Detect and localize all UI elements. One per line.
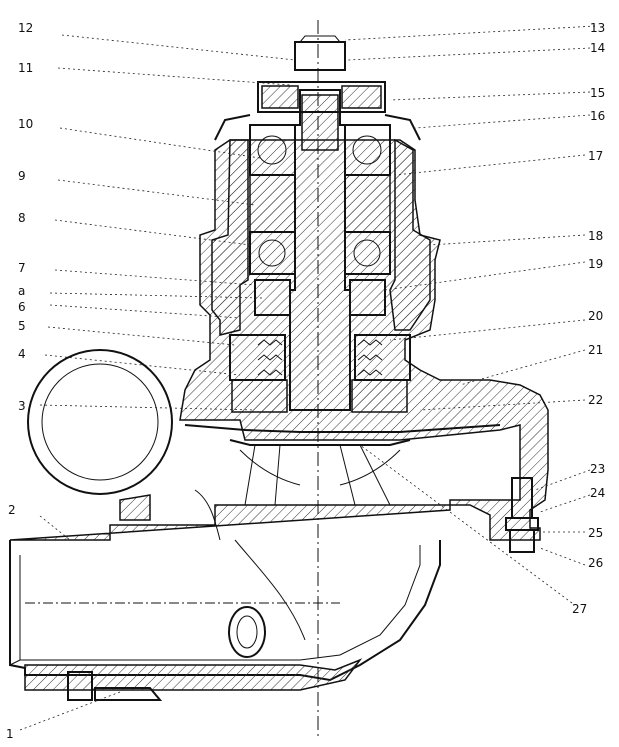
bearing-housing-wall-left <box>211 139 249 336</box>
label-6: 6 <box>18 300 26 314</box>
housing-inner-curve-2 <box>194 489 221 541</box>
label-20: 20 <box>588 309 603 323</box>
label-12: 12 <box>18 21 33 35</box>
label-26: 26 <box>588 556 603 570</box>
pulley-hub <box>257 81 386 113</box>
label-17: 17 <box>588 149 603 163</box>
label-21: 21 <box>588 343 603 357</box>
impeller <box>184 424 501 506</box>
label-8: 8 <box>18 211 26 225</box>
shaft <box>289 20 351 740</box>
seal-assembly <box>229 279 411 413</box>
label-5: 5 <box>18 319 26 333</box>
label-27: 27 <box>572 602 587 616</box>
bearing-housing-wall-right <box>389 138 431 331</box>
drain-bolt <box>505 477 539 553</box>
bearings <box>249 124 391 275</box>
label-11: 11 <box>18 61 33 75</box>
label-19: 19 <box>588 257 603 271</box>
label-16: 16 <box>590 109 605 123</box>
dust-cover <box>214 114 421 141</box>
bottom-bolt <box>67 671 163 701</box>
leader-lines <box>19 25 596 731</box>
label-14: 14 <box>590 41 605 55</box>
label-25: 25 <box>588 526 603 540</box>
housing-inner-curve <box>234 539 306 641</box>
housing-elbow-inner <box>19 545 421 661</box>
housing-bottom-section <box>24 658 363 691</box>
castle-nut <box>294 41 346 71</box>
label-1: 1 <box>6 727 14 741</box>
housing-bottom-wall <box>9 659 21 666</box>
label-3: 3 <box>18 399 26 413</box>
drain-port <box>228 606 266 658</box>
housing-elbow-outer <box>9 540 441 682</box>
label-9: 9 <box>18 169 26 183</box>
top-nut-assembly <box>214 35 421 141</box>
callout-labels: 1 2 3 4 5 6 a 7 8 9 10 11 12 13 14 15 16… <box>6 21 605 741</box>
bypass-pipe <box>27 349 173 521</box>
spacer-right <box>344 174 391 233</box>
label-22: 22 <box>588 393 603 407</box>
label-a: a <box>18 284 25 298</box>
spacer-left <box>249 174 296 233</box>
label-23: 23 <box>590 462 605 476</box>
label-24: 24 <box>590 486 605 500</box>
label-10: 10 <box>18 117 33 131</box>
label-7: 7 <box>18 261 26 275</box>
label-4: 4 <box>18 347 26 361</box>
label-2: 2 <box>8 503 16 517</box>
label-13: 13 <box>590 21 605 35</box>
label-15: 15 <box>590 86 605 100</box>
bearing-housing <box>211 138 431 336</box>
label-18: 18 <box>588 229 603 243</box>
